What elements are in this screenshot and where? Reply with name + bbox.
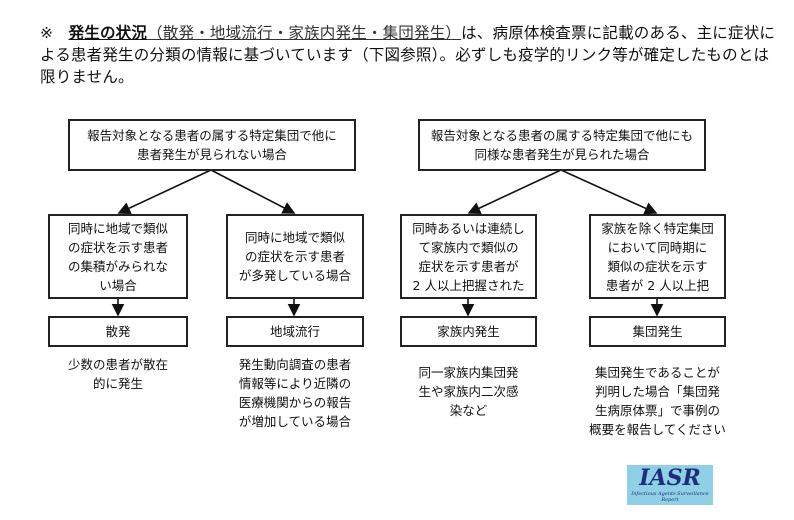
condition-box: 同時に地域で類似 の症状を示す患者 が多発している場合 [226, 214, 364, 299]
logo-text: IASR [639, 465, 701, 491]
arrow [467, 169, 562, 215]
arrow [560, 169, 658, 215]
category-note: 少数の患者が散在 的に発生 [67, 357, 168, 391]
root-box-no-other-cases: 報告対象となる患者の属する特定集団で他に 患者発生が見られない場合 [68, 119, 356, 171]
intro-parenthetical: （散発・地域流行・家族内発生・集団発生） [147, 24, 462, 42]
category-note: 同一家族内集団発 生や家族内二次感 染など [418, 365, 519, 418]
category-note: 発生動向調査の患者 情報等により近隣の 医療機関からの報告 が増加している場合 [238, 357, 352, 429]
note-mark: ※ [40, 24, 54, 42]
condition-box: 家族を除く特定集団 において同時期に 類似の症状を示す 患者が 2 人以上把 [589, 214, 726, 299]
category-outbreak: 集団発生 [589, 316, 726, 347]
arrow [210, 169, 296, 214]
category-family: 家族内発生 [400, 316, 537, 347]
root-box-other-cases: 報告対象となる患者の属する特定集団で他にも 同様な患者発生が見られた場合 [418, 119, 706, 171]
intro-text: ※ 発生の状況（散発・地域流行・家族内発生・集団発生）は、病原体検査票に記載のあ… [40, 22, 780, 88]
iasr-logo: IASR Infectious Agents Surveillance Repo… [627, 465, 713, 505]
logo-subtitle: Infectious Agents Surveillance Report [631, 491, 709, 503]
intro-rest: は、病原体検査票に記載のある、主に症状による患者発生の分類の情報に基づいています… [40, 24, 776, 86]
category-regional: 地域流行 [226, 316, 364, 347]
condition-box: 同時あるいは連続し て家族内で類似の 症状を示す患者が 2 人以上把握された [400, 214, 537, 299]
condition-box: 同時に地域で類似 の症状を示す患者 の集積がみられな い場合 [48, 214, 188, 299]
category-sporadic: 散発 [48, 316, 188, 347]
intro-highlight: 発生の状況 [68, 24, 148, 42]
arrow [117, 169, 212, 215]
category-note: 集団発生であることが 判明した場合「集団発 生病原体票」で事例の 概要を報告して… [589, 365, 726, 437]
